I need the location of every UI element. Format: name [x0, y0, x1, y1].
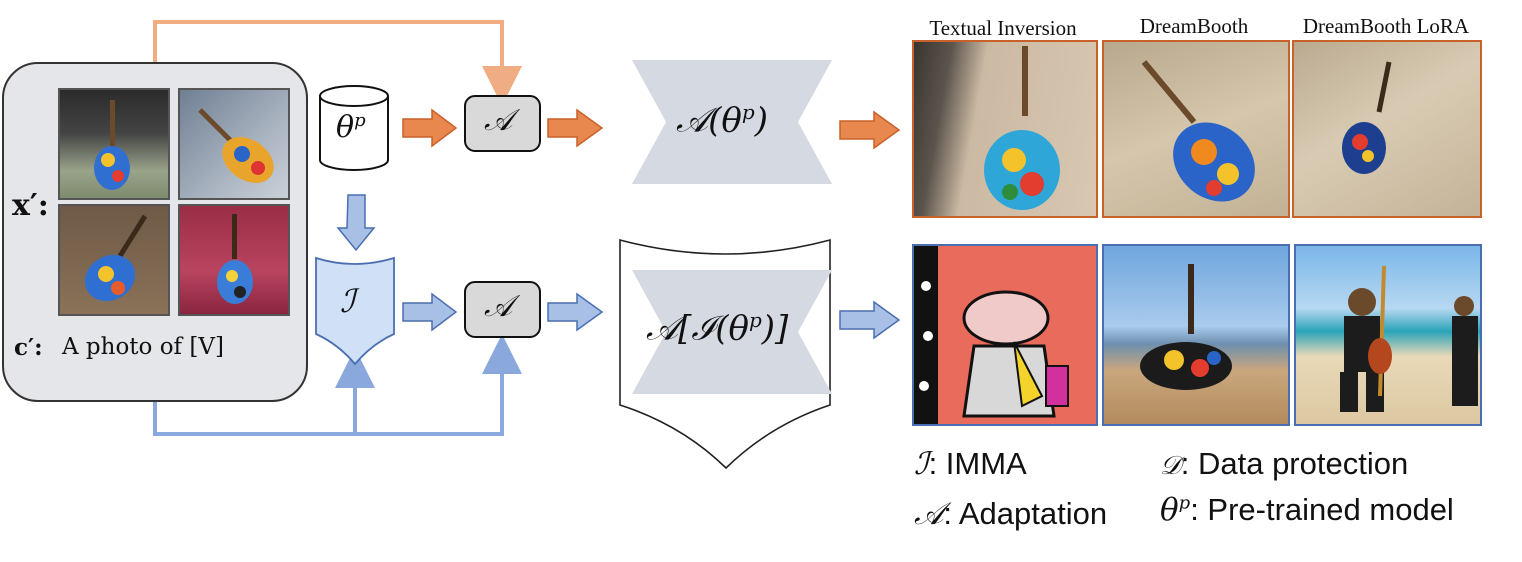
- input-photo-4: [178, 204, 290, 316]
- output-dreambooth: [1102, 40, 1290, 218]
- legend-data-protection: 𝒟: Data protection: [1160, 446, 1409, 481]
- output-textual-inversion: [912, 40, 1098, 218]
- arrow-adapt-to-protected-model: [547, 292, 604, 332]
- arrow-theta-to-imma: [336, 194, 376, 252]
- abstract-art-icon: [914, 246, 1069, 424]
- arrow-protected-to-outputs: [839, 300, 901, 340]
- legend-adaptation: 𝒜: Adaptation: [914, 496, 1108, 532]
- legend-imma: ℐ: IMMA: [914, 446, 1027, 482]
- imma-label: ℐ: [340, 282, 356, 320]
- input-photo-1: [58, 88, 170, 200]
- caption-dreambooth-lora: DreamBooth LoRA: [1302, 14, 1470, 38]
- c-label: c′:: [14, 334, 43, 361]
- caption-textual-inversion: Textual Inversion: [929, 16, 1077, 40]
- arrow-theta-to-adapt: [402, 108, 458, 148]
- output-protected-1: [912, 244, 1098, 426]
- adapt-box-top: [464, 95, 541, 152]
- output-protected-3: [1294, 244, 1482, 426]
- model-top-label: 𝒜(θp): [676, 100, 768, 141]
- pretrained-cylinder: [319, 85, 389, 171]
- legend-pretrained-model: θp: Pre-trained model: [1160, 492, 1454, 528]
- orange-feed-line: [153, 20, 522, 106]
- guitar-icon: [84, 214, 148, 302]
- guitar-icon: [984, 46, 1060, 210]
- guitar-icon: [94, 100, 130, 190]
- adapt-label-top: 𝒜: [484, 103, 513, 138]
- arrow-adapt-to-model: [547, 108, 604, 148]
- guitar-icon: [1140, 264, 1232, 390]
- arrow-model-to-outputs: [839, 110, 901, 150]
- bowtie-bottom: [632, 270, 832, 394]
- blue-feed-line: [153, 334, 522, 436]
- guitar-icon: [1141, 60, 1255, 202]
- caption-dreambooth: DreamBooth: [1139, 14, 1249, 38]
- input-photo-2: [178, 88, 290, 200]
- output-dreambooth-lora: [1292, 40, 1482, 218]
- adapt-box-bottom: [464, 281, 541, 338]
- arrow-imma-to-adapt: [402, 292, 458, 332]
- c-text: A photo of [V]: [62, 334, 224, 360]
- guitar-icon: [198, 108, 274, 183]
- musician-icon: [1340, 265, 1478, 412]
- model-bottom-label: 𝒜[ℐ(θp)]: [646, 308, 789, 349]
- adapt-label-bottom: 𝒜: [484, 289, 513, 324]
- output-protected-2: [1102, 244, 1290, 426]
- theta-label: θp: [336, 110, 366, 145]
- imma-shield: [315, 256, 395, 366]
- guitar-icon: [217, 214, 253, 304]
- guitar-icon: [1342, 61, 1392, 174]
- input-photo-3: [58, 204, 170, 316]
- x-label: x′:: [12, 188, 49, 223]
- bowtie-top: [632, 60, 832, 184]
